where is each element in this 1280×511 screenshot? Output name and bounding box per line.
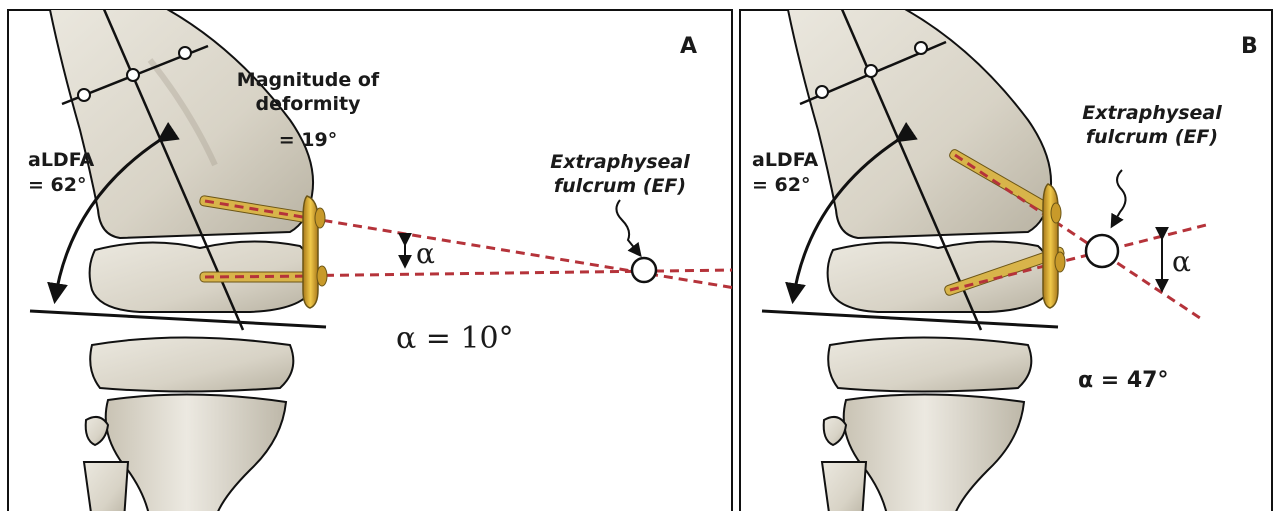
fulcrum-b (1086, 235, 1118, 267)
magnitude-label-line2: deformity (228, 94, 388, 116)
patella-a (90, 338, 293, 392)
alpha-symbol-a: α (416, 238, 435, 270)
fibula-shaft-a (84, 462, 128, 511)
aldfa-label-b: aLDFA (752, 150, 818, 172)
alpha-symbol-b: α (1172, 246, 1191, 278)
panel-b-drawing (762, 0, 1210, 511)
joint-line-b (762, 311, 1058, 327)
aldfa-value-a: = 62° (28, 175, 86, 197)
tibia-a (106, 394, 286, 511)
joint-line-a (30, 311, 326, 327)
fulcrum-label-a-line1: Extraphyseal (540, 152, 700, 174)
alpha-equation-b: α = 47° (1078, 368, 1168, 393)
magnitude-label-line1: Magnitude of (228, 70, 388, 92)
fulcrum-label-b-line2: fulcrum (EF) (1072, 127, 1232, 149)
fulcrum-label-b-line1: Extraphyseal (1072, 103, 1232, 125)
alpha-equation-a: α = 10° (396, 322, 514, 357)
aldfa-value-b: = 62° (752, 175, 810, 197)
panel-b-label: B (1241, 34, 1258, 59)
magnitude-value: = 19° (228, 130, 388, 152)
femoral-epiphysis-b (828, 241, 1052, 312)
fibula-b (824, 417, 846, 445)
aldfa-label-a: aLDFA (28, 150, 94, 172)
femur-b (786, 0, 1051, 238)
panel-a-label: A (680, 34, 697, 59)
fibula-shaft-b (822, 462, 866, 511)
fulcrum-a (632, 258, 656, 282)
tibia-b (844, 394, 1024, 511)
fulcrum-label-a-line2: fulcrum (EF) (540, 176, 700, 198)
patella-b (828, 338, 1031, 392)
fibula-a (86, 417, 108, 445)
femur-a (48, 0, 313, 238)
